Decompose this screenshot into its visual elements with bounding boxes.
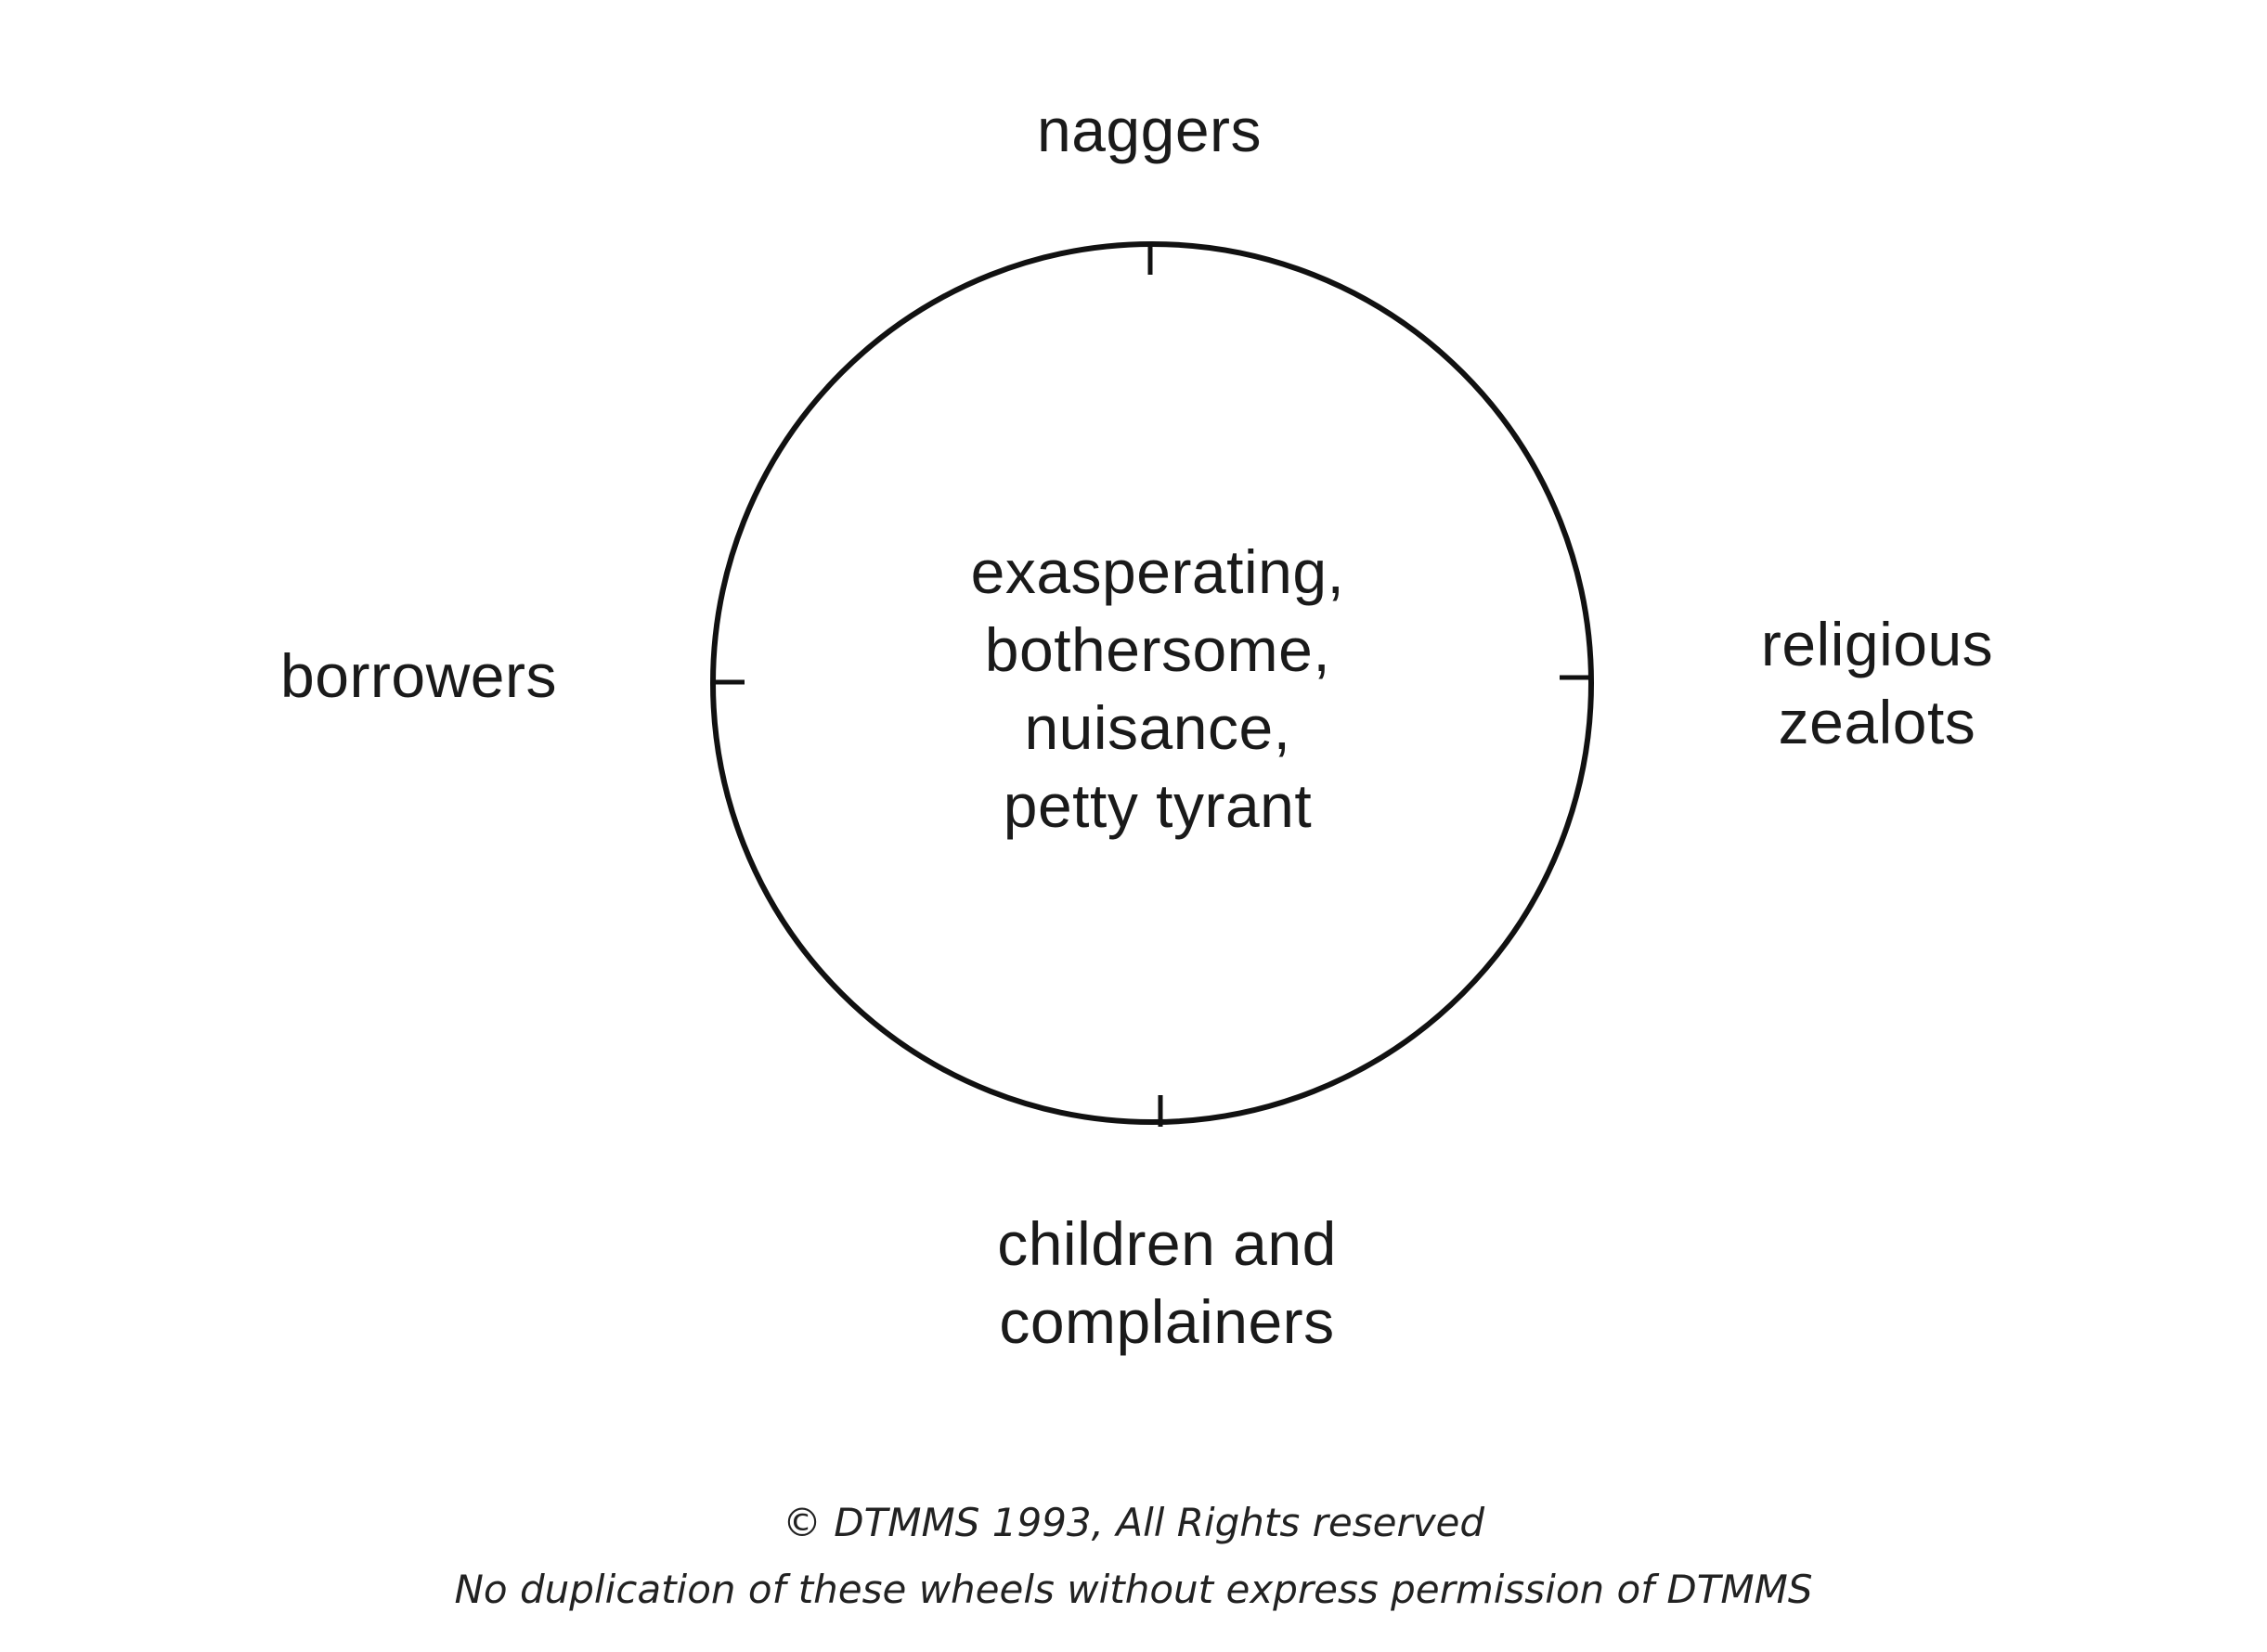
center-line: nuisance, [1024,693,1291,762]
label-bottom-line: children and [997,1209,1337,1278]
center-line: petty tyrant [1003,771,1313,840]
label-right-line: religious [1760,610,1994,678]
center-text: exasperating, bothersome, nuisance, pett… [971,533,1345,845]
center-line: exasperating, [970,537,1345,606]
label-left: borrowers [280,641,557,710]
copyright-text: © DTMMS 1993, All Rights reserved [782,1500,1485,1545]
label-bottom-line: complainers [999,1287,1335,1356]
label-right-line: zealots [1778,688,1976,756]
center-line: bothersome, [984,615,1331,684]
label-right: religious zealots [1761,605,1993,761]
label-top: naggers [1036,96,1263,164]
label-bottom: children and complainers [997,1205,1337,1361]
notice-text: No duplication of these wheels without e… [454,1567,1813,1612]
